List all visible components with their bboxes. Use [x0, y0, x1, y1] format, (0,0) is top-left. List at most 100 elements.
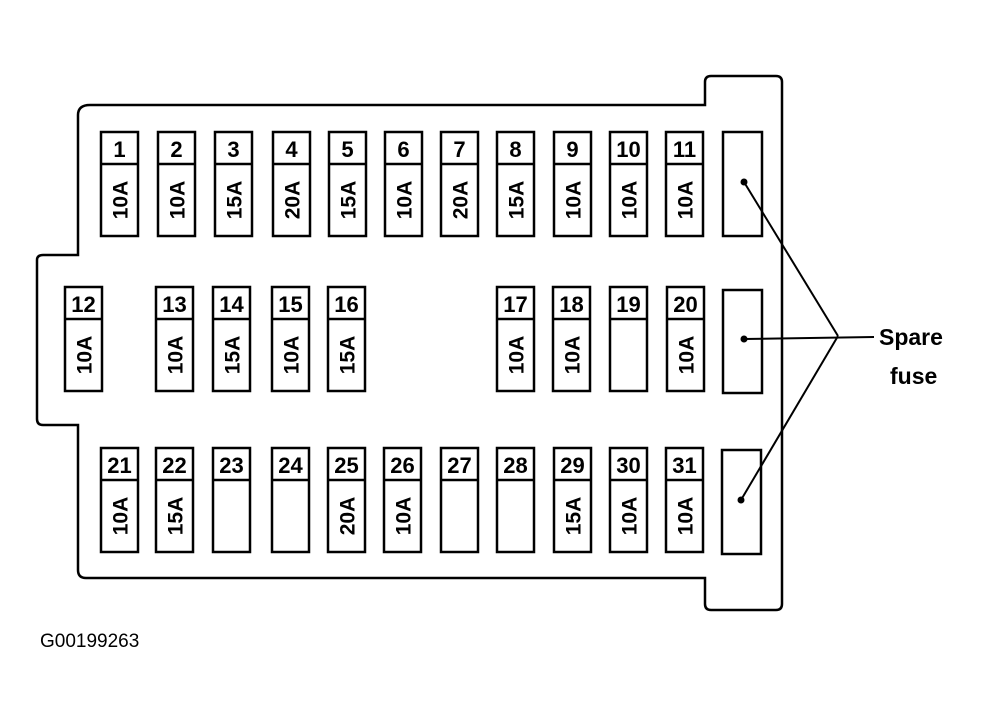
- fuse-number: 9: [566, 137, 578, 162]
- fuse-body: [608, 446, 649, 554]
- fuse-6: 6 10A: [383, 130, 424, 238]
- figure-code: G00199263: [40, 631, 139, 652]
- fuse-rating: 10A: [110, 181, 133, 220]
- fuse-rating: 15A: [506, 181, 529, 220]
- fuse-group: 110A210A315A420A515A610A720A815A910A1010…: [63, 130, 706, 554]
- fuse-14: 14 15A: [211, 285, 252, 393]
- fuse-rating: 10A: [676, 336, 699, 375]
- fuse-number: 20: [673, 292, 697, 317]
- fuse-23: 23: [211, 446, 252, 554]
- fuse-number: 7: [453, 137, 465, 162]
- fuse-body: [439, 446, 480, 554]
- fuse-number: 24: [278, 453, 303, 478]
- fuse-rating: 15A: [337, 336, 360, 375]
- fuse-body: [99, 130, 140, 238]
- fuse-body: [271, 130, 312, 238]
- fuse-body: [664, 130, 705, 238]
- fuse-body: [608, 285, 649, 393]
- spare-label-line1: Spare: [879, 324, 943, 350]
- fuse-body: [552, 446, 593, 554]
- fuse-rating: 10A: [393, 497, 416, 536]
- fuse-body: [156, 130, 197, 238]
- fuse-rating: 15A: [222, 336, 245, 375]
- fuse-number: 5: [341, 137, 353, 162]
- fuse-28: 28: [495, 446, 536, 554]
- fuse-rating: 15A: [224, 181, 247, 220]
- fuse-number: 6: [397, 137, 409, 162]
- fuse-10: 10 10A: [608, 130, 649, 238]
- fuse-rating: 10A: [619, 497, 642, 536]
- fuse-body: [383, 130, 424, 238]
- fuse-body: [608, 130, 649, 238]
- fuse-rating: 10A: [675, 497, 698, 536]
- fuse-rating: 10A: [167, 181, 190, 220]
- leader-line: [740, 335, 839, 501]
- fuse-body: [154, 285, 195, 393]
- fuse-body: [154, 446, 195, 554]
- fuse-4: 4 20A: [271, 130, 312, 238]
- fuse-24: 24: [270, 446, 311, 554]
- fuse-body: [665, 285, 706, 393]
- fuse-number: 25: [334, 453, 358, 478]
- fuse-rating: 10A: [110, 497, 133, 536]
- fuse-number: 4: [285, 137, 298, 162]
- fuse-box-outline: [35, 74, 784, 612]
- fuse-body: [211, 285, 252, 393]
- fuse-number: 21: [107, 453, 131, 478]
- fuse-number: 28: [503, 453, 527, 478]
- fuse-number: 22: [162, 453, 186, 478]
- fuse-rating: 10A: [619, 181, 642, 220]
- fuse-body: [495, 285, 536, 393]
- fuse-16: 16 15A: [326, 285, 367, 393]
- fuse-rating: 10A: [562, 336, 585, 375]
- fuse-body: [495, 446, 536, 554]
- fuse-9: 9 10A: [552, 130, 593, 238]
- fuse-rating: 10A: [165, 336, 188, 375]
- fuse-rating: 10A: [281, 336, 304, 375]
- fuse-number: 8: [509, 137, 521, 162]
- fuse-19: 19: [608, 285, 649, 393]
- fuse-body: [327, 130, 368, 238]
- fuse-number: 30: [616, 453, 640, 478]
- fuse-number: 14: [219, 292, 244, 317]
- fuse-3: 3 15A: [213, 130, 254, 238]
- fuse-number: 16: [334, 292, 358, 317]
- fuse-body: [495, 130, 536, 238]
- fuse-number: 10: [616, 137, 640, 162]
- fuse-number: 1: [113, 137, 125, 162]
- fuse-body: [552, 130, 593, 238]
- fuse-number: 3: [227, 137, 239, 162]
- fuse-body: [664, 446, 705, 554]
- fuse-8: 8 15A: [495, 130, 536, 238]
- fuse-number: 12: [71, 292, 95, 317]
- fuse-body: [439, 130, 480, 238]
- fuse-body: [270, 446, 311, 554]
- fuse-rating: 10A: [394, 181, 417, 220]
- fuse-body: [551, 285, 592, 393]
- fuse-body: [270, 285, 311, 393]
- fuse-rating: 10A: [506, 336, 529, 375]
- fuse-body: [326, 285, 367, 393]
- fuse-number: 29: [560, 453, 584, 478]
- fuse-body: [63, 285, 104, 393]
- fuse-rating: 15A: [165, 497, 188, 536]
- fuse-number: 15: [278, 292, 302, 317]
- fuse-rating: 10A: [563, 181, 586, 220]
- fuse-number: 2: [170, 137, 182, 162]
- leader-line: [743, 336, 875, 340]
- fuse-number: 13: [162, 292, 186, 317]
- fuse-body: [99, 446, 140, 554]
- fuse-body: [213, 130, 254, 238]
- fuse-13: 13 10A: [154, 285, 195, 393]
- fuse-1: 1 10A: [99, 130, 140, 238]
- fuse-22: 22 15A: [154, 446, 195, 554]
- fuse-rating: 20A: [337, 497, 360, 536]
- fuse-rating: 20A: [282, 181, 305, 220]
- fuse-30: 30 10A: [608, 446, 649, 554]
- fuse-number: 11: [673, 137, 696, 162]
